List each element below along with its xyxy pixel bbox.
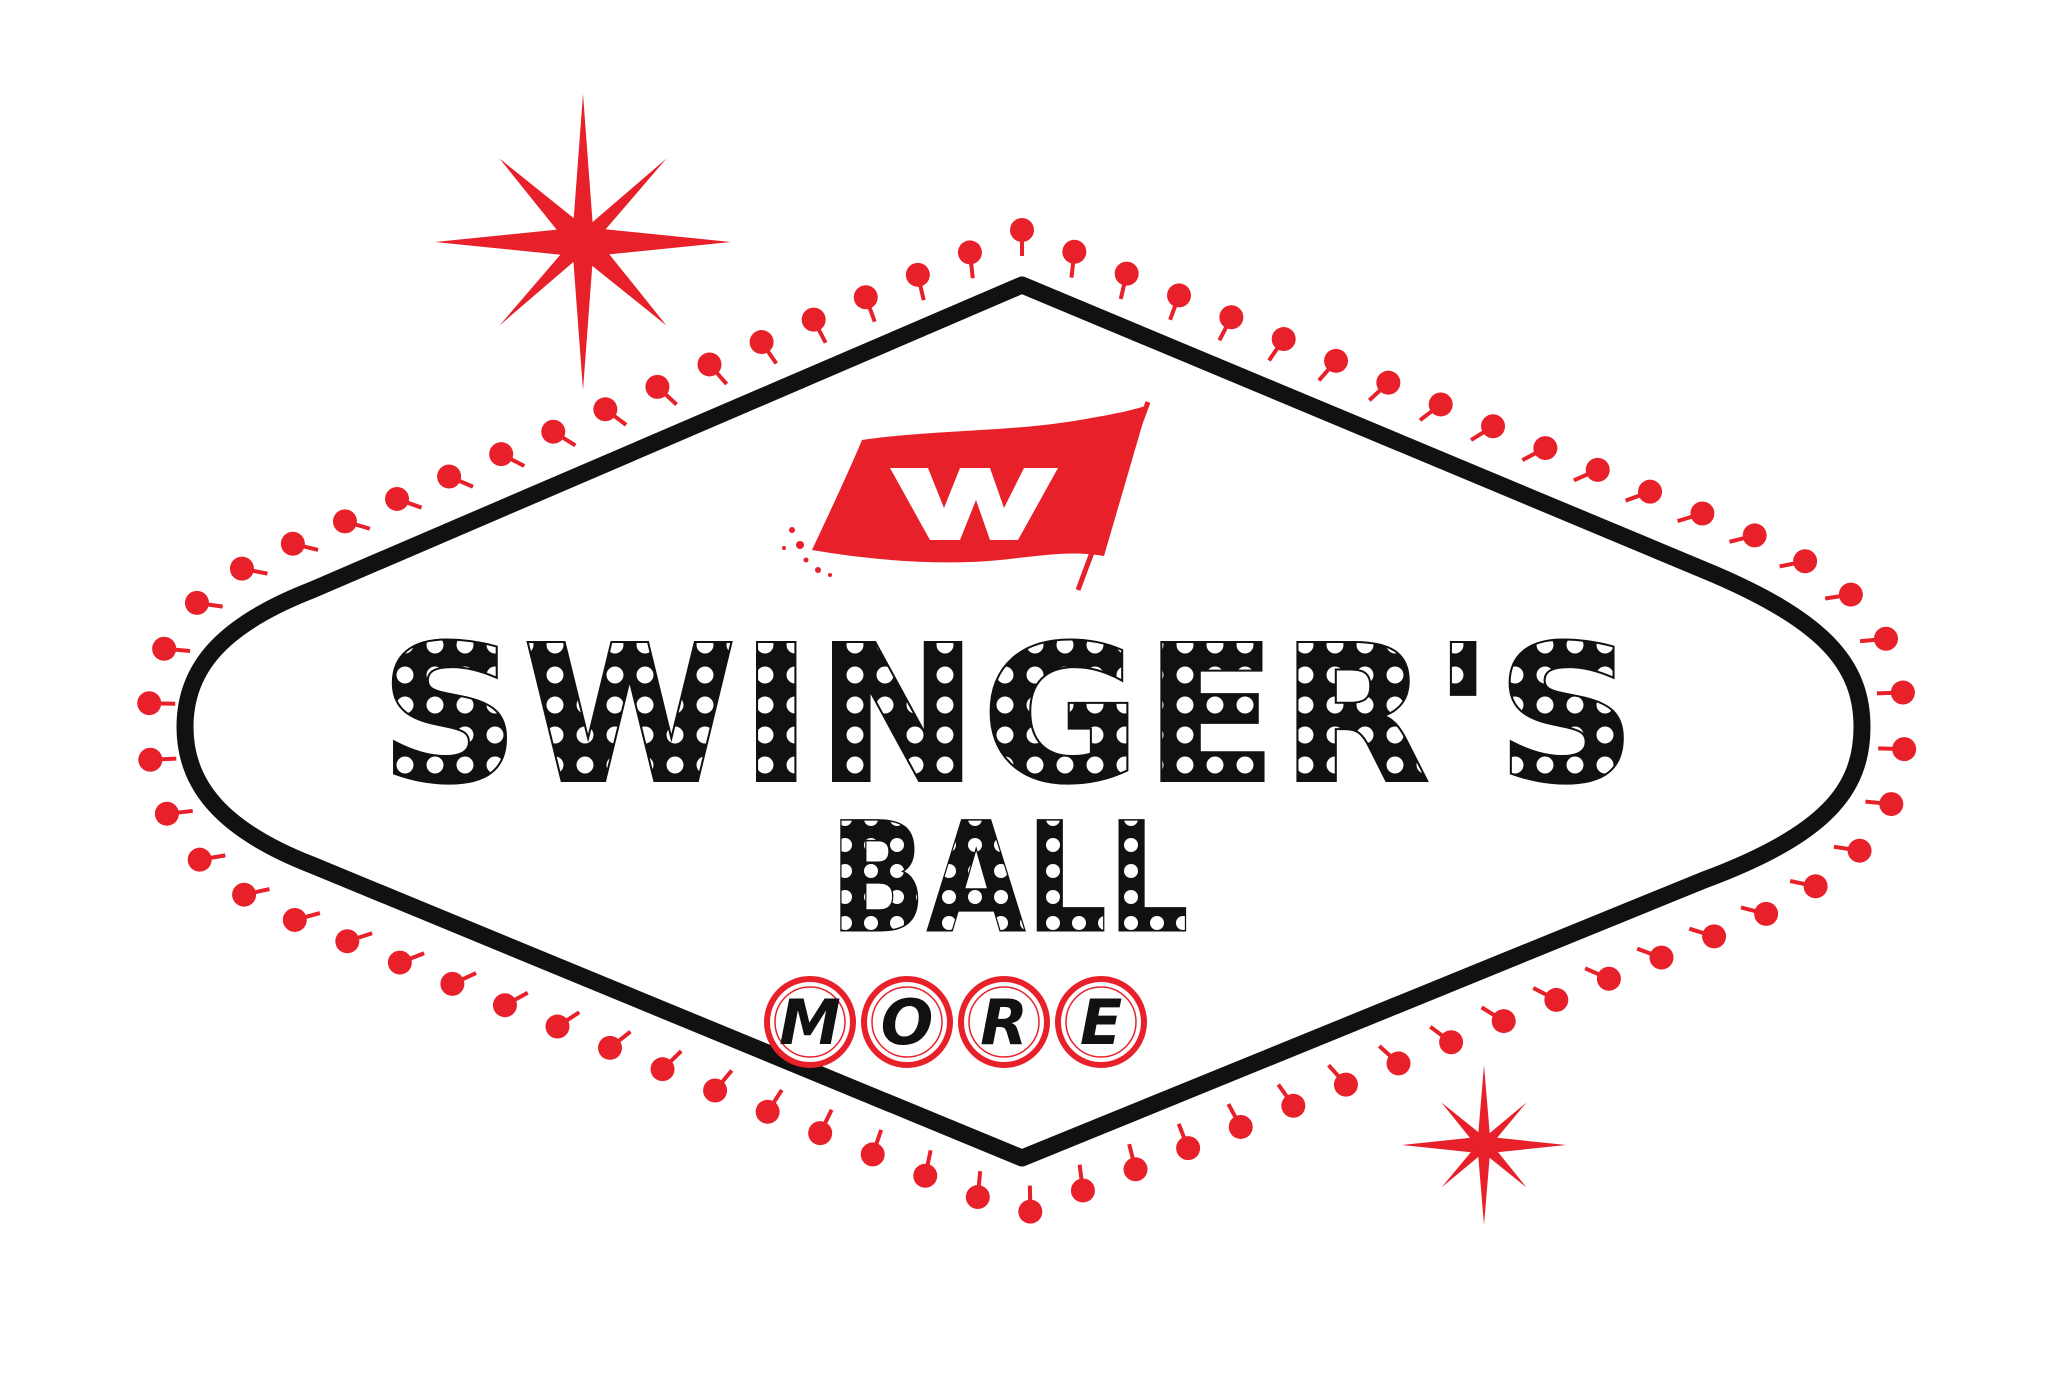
marquee-bulb-icon [1281,1093,1306,1118]
badge-letter-m: M [764,976,856,1068]
badge-letter-text: E [1080,986,1122,1059]
marquee-bulb-icon [187,847,212,872]
marquee-bulb-icon [232,882,257,907]
marquee-bulb-icon [1010,218,1034,242]
marquee-bulb-icon [489,442,514,467]
marquee-bulb-icon [1271,327,1296,352]
marquee-bulb-icon [1838,582,1863,607]
badge-letter-e: E [1055,976,1147,1068]
marquee-bulb-icon [860,1142,885,1167]
marquee-bulb-icon [598,1035,623,1060]
marquee-bulb-icon [1742,523,1767,548]
badge-letter-o: O [861,976,953,1068]
marquee-bulb-icon [138,747,163,772]
sparkle-star-icon [1402,1065,1566,1225]
marquee-bulb-icon [152,636,177,661]
marquee-bulb-icon [335,929,360,954]
marquee-bulb-icon [492,993,517,1018]
subtitle-group: BALL BALL [829,791,1190,968]
marquee-bulb-icon [1481,414,1506,439]
marquee-bulb-icon [650,1057,675,1082]
title-bulbs: SWINGER'S [380,606,1640,825]
marquee-bulb-icon [154,801,179,826]
marquee-bulb-icon [1690,501,1715,526]
marquee-bulb-icon [965,1185,990,1210]
marquee-bulb-icon [1892,737,1917,762]
sign-outline [176,276,1871,1167]
marquee-bulb-icon [1890,680,1915,705]
badge-letter-text: M [779,986,841,1059]
badge-letter-r: R [958,976,1050,1068]
marquee-bulb-icon [1123,1157,1148,1182]
marquee-bulb-icon [1228,1114,1253,1139]
subtitle-text: BALL [830,792,1190,966]
marquee-bulb-icon [1018,1199,1043,1224]
marquee-bulb-icon [1439,1030,1464,1055]
marquee-bulb-icon [282,907,307,932]
marquee-bulb-icon [1333,1072,1358,1097]
marquee-bulb-icon [280,531,305,556]
marquee-bulb-icon [1376,370,1401,395]
marquee-bulb-icon [853,285,878,310]
title-group: SWINGER'S SWINGER'S [378,604,1640,827]
bulb-ring [137,218,1917,1224]
marquee-bulb-icon [697,352,722,377]
marquee-bulb-icon [1754,901,1779,926]
marquee-bulb-icon [1793,549,1818,574]
marquee-bulb-icon [1428,392,1453,417]
sparkle-star-icon [435,94,731,390]
marquee-bulb-icon [1167,283,1192,308]
marquee-bulb-icon [385,486,410,511]
marquee-bulb-icon [440,971,465,996]
marquee-bulb-icon [332,509,357,534]
marquee-bulb-icon [1873,626,1898,651]
subtitle-bulbs: BALL [830,792,1190,966]
marquee-bulb-icon [1386,1051,1411,1076]
marquee-bulb-icon [545,1014,570,1039]
marquee-bulb-icon [1596,966,1621,991]
badge-letter-text: R [980,986,1028,1059]
marquee-bulb-icon [1070,1178,1095,1203]
marquee-bulb-icon [437,464,462,489]
marquee-bulb-icon [1324,348,1349,373]
title-text: SWINGER'S [380,606,1640,825]
marquee-bulb-icon [1491,1009,1516,1034]
marquee-bulb-icon [1879,792,1904,817]
badge-letter-text: O [881,986,934,1059]
marquee-bulb-icon [1176,1136,1201,1161]
marquee-bulb-icon [645,374,670,399]
marquee-bulb-icon [801,307,826,332]
marquee-bulb-icon [184,590,209,615]
marquee-bulb-icon [1544,987,1569,1012]
marquee-bulb-icon [755,1099,780,1124]
marquee-bulb-icon [1062,239,1087,264]
marquee-bulb-icon [1638,479,1663,504]
waving-flag-icon [782,401,1151,591]
marquee-bulb-icon [749,330,774,355]
marquee-bulb-icon [703,1078,728,1103]
marquee-bulb-icon [541,419,566,444]
marquee-bulb-icon [593,397,618,422]
marquee-bulb-icon [1219,305,1244,330]
marquee-bulb-icon [913,1163,938,1188]
marquee-bulb-icon [1533,436,1558,461]
marquee-bulb-icon [1847,838,1872,863]
marquee-bulb-icon [137,691,162,716]
marquee-bulb-icon [1585,457,1610,482]
marquee-bulb-icon [957,240,982,265]
marquee-bulb-icon [1114,261,1139,286]
marquee-bulb-icon [905,262,930,287]
marquee-bulb-icon [387,950,412,975]
marquee-bulb-icon [1649,945,1674,970]
marquee-bulb-icon [1702,924,1727,949]
marquee-bulb-icon [808,1121,833,1146]
marquee-bulb-icon [1803,874,1828,899]
marquee-bulb-icon [229,556,254,581]
